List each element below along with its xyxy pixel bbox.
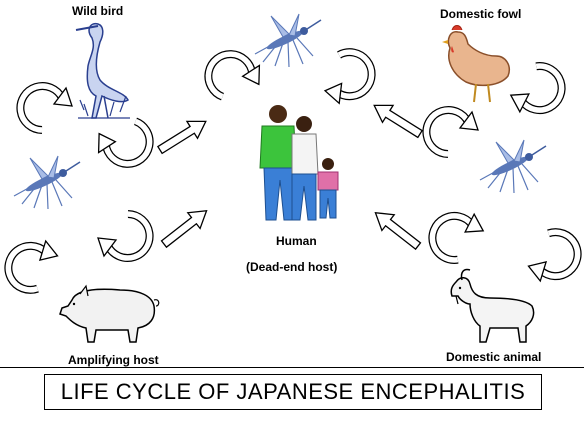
cycle-arrow-fowl-to-mosquito (507, 63, 565, 115)
human-family-icon (259, 105, 339, 221)
cycle-arrow-goat-to-mosquito (520, 226, 584, 285)
label-amplifying-host: Amplifying host (68, 353, 159, 367)
arrow-fowl-mosquito-to-human (368, 96, 426, 144)
title-box: LIFE CYCLE OF JAPANESE ENCEPHALITIS (44, 374, 542, 410)
arrow-pig-mosquito-to-human (157, 202, 214, 253)
cycle-arrow-pig-to-mosquito (98, 214, 150, 258)
label-domestic-fowl: Domestic fowl (440, 7, 522, 21)
domestic-fowl-hen-icon (442, 25, 510, 103)
mosquito-right-icon (479, 139, 547, 194)
diagram-title: LIFE CYCLE OF JAPANESE ENCEPHALITIS (60, 379, 526, 404)
mosquito-top-icon (254, 13, 322, 68)
label-dead-end-host: (Dead-end host) (246, 260, 338, 274)
cycle-arrow-mosquito-to-goat (429, 211, 487, 263)
cycle-arrow-bird-to-mosquito (20, 86, 72, 130)
cycle-arrow-top-right (313, 44, 380, 108)
pig-amplifying-host-icon (59, 284, 160, 343)
wild-bird-heron-icon (75, 22, 130, 119)
divider-line (0, 367, 584, 368)
cycle-arrow-mosquito-to-pig (2, 237, 66, 296)
label-human: Human (276, 234, 317, 248)
label-wild-bird: Wild bird (72, 4, 124, 18)
arrow-bird-mosquito-to-human (154, 112, 212, 160)
label-domestic-animal: Domestic animal (446, 350, 542, 364)
goat-domestic-animal-icon (450, 268, 535, 343)
arrow-goat-mosquito-to-human (368, 204, 425, 255)
cycle-arrow-mosquito-to-bird (92, 111, 156, 170)
cycle-arrow-top-left (202, 48, 266, 107)
mosquito-left-icon (13, 155, 81, 210)
cycle-arrow-mosquito-to-fowl (426, 110, 478, 154)
